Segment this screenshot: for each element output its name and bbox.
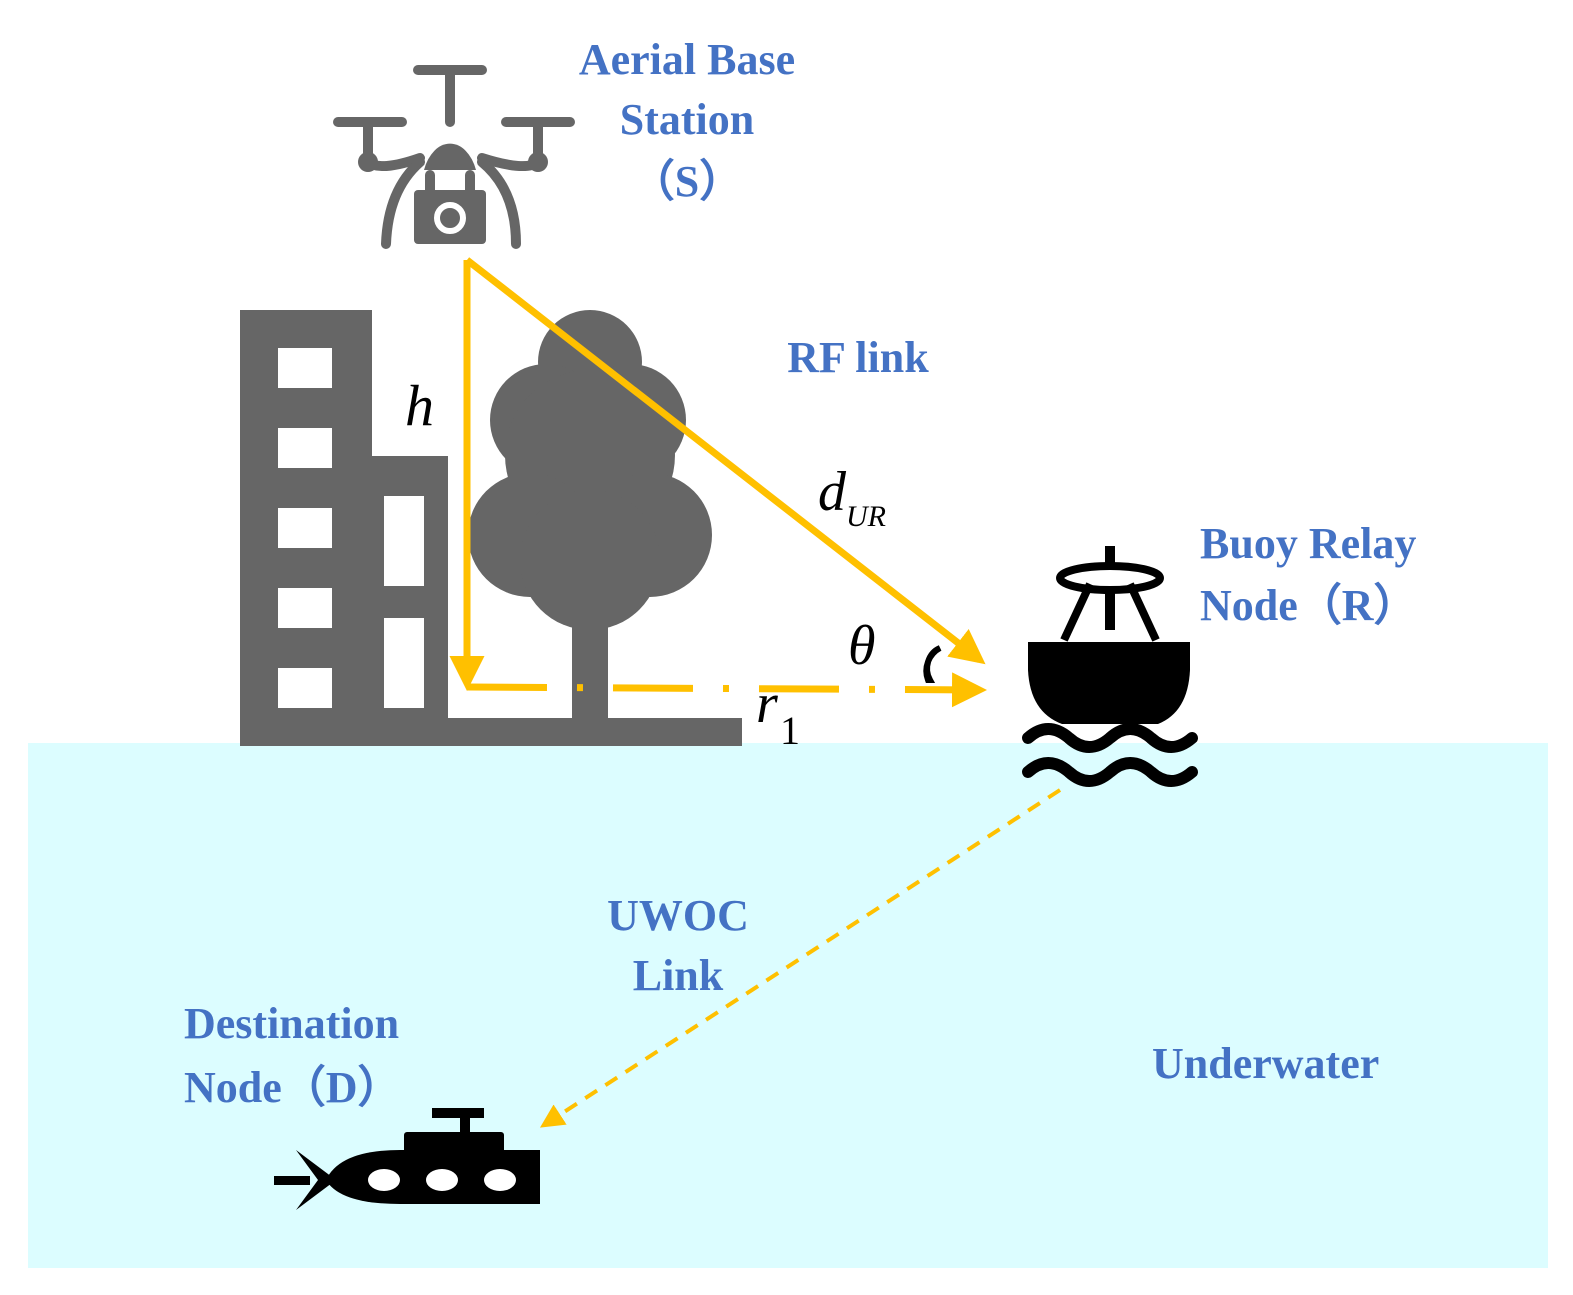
height-symbol: h [405, 373, 434, 438]
uwoc-link-arrow [539, 788, 1062, 1128]
radius-symbol: r [756, 673, 778, 735]
tree-icon [468, 310, 712, 722]
destination-label-line-2: Node（D） [184, 1063, 402, 1112]
distance-symbol: d [818, 461, 847, 523]
angle-marker [923, 645, 942, 683]
submarine-icon [274, 1108, 540, 1210]
underwater-label: Underwater [1152, 1039, 1379, 1088]
relay-label-line-1: Buoy Relay [1200, 519, 1416, 568]
slant-link-arrow [464, 257, 986, 665]
uwoc-label-line-1: UWOC [607, 891, 749, 940]
rf-link-label: RF link [787, 333, 929, 382]
source-label-line-3: （S） [631, 157, 743, 206]
destination-label-line-1: Destination [184, 999, 399, 1048]
source-label-line-2: Station [620, 95, 754, 144]
source-label-line-1: Aerial Base [579, 35, 795, 84]
building-icon [240, 310, 742, 746]
angle-symbol: θ [848, 615, 876, 677]
horizontal-distance-arrow [466, 672, 987, 708]
radius-subscript: 1 [780, 708, 800, 753]
relay-label-line-2: Node（R） [1200, 581, 1418, 630]
uwoc-label-line-2: Link [633, 951, 724, 1000]
drone-with-camera-icon [333, 65, 575, 249]
buoy-icon [1022, 546, 1198, 787]
distance-subscript: UR [846, 500, 886, 533]
